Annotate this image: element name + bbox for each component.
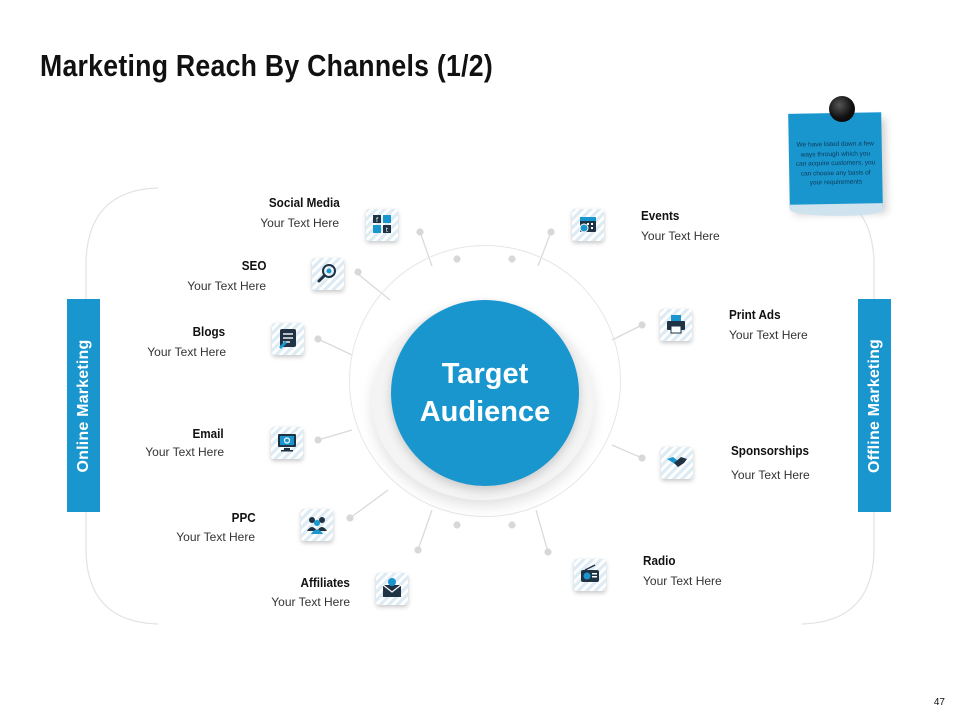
offline-marketing-bar: Offline Marketing [858, 299, 891, 512]
print-ads-title: Print Ads [729, 307, 781, 322]
channel-tile-sponsorships[interactable] [661, 447, 693, 479]
page-title: Marketing Reach By Channels (1/2) [40, 48, 493, 83]
events-title: Events [641, 208, 680, 223]
push-pin-icon [829, 96, 855, 122]
email-monitor-icon [278, 434, 296, 452]
page-number: 47 [933, 697, 945, 708]
email-text: Your Text Here [145, 445, 224, 459]
email-title: Email [192, 426, 224, 441]
sponsorships-title: Sponsorships [731, 443, 810, 458]
seo-title: SEO [241, 258, 266, 273]
sponsorships-text: Your Text Here [731, 468, 810, 482]
events-text: Your Text Here [641, 229, 720, 243]
printer-icon [667, 315, 685, 334]
sticky-note: We have listed down a few ways through w… [788, 112, 883, 217]
seo-search-icon [317, 264, 336, 283]
svg-text:t: t [386, 227, 389, 234]
channel-tile-events[interactable] [572, 209, 604, 241]
online-marketing-bar: Online Marketing [67, 299, 100, 512]
online-marketing-label: Online Marketing [74, 339, 92, 472]
radio-text: Your Text Here [643, 574, 722, 588]
blogs-title: Blogs [192, 324, 225, 339]
channel-tile-radio[interactable] [574, 559, 606, 591]
social-media-title: Social Media [269, 195, 340, 210]
blog-icon [279, 329, 296, 349]
print-ads-text: Your Text Here [729, 328, 808, 342]
channel-tile-blogs[interactable] [272, 323, 304, 355]
channel-tile-ppc[interactable] [301, 509, 333, 541]
channel-tile-social-media[interactable]: f t [366, 209, 398, 241]
ppc-title: PPC [231, 510, 256, 525]
affiliates-text: Your Text Here [271, 595, 350, 609]
offline-marketing-label: Offline Marketing [865, 338, 883, 473]
channel-tile-seo[interactable] [312, 258, 344, 290]
svg-text:f: f [376, 217, 379, 224]
ppc-text: Your Text Here [176, 530, 255, 544]
social-media-text: Your Text Here [260, 216, 339, 230]
ppc-people-icon [307, 517, 327, 534]
sticky-note-text: We have listed down a few ways through w… [795, 140, 876, 187]
handshake-icon [667, 457, 687, 467]
affiliates-envelope-icon [382, 578, 402, 597]
target-audience-label: Target Audience [419, 358, 551, 428]
outer-ring [349, 245, 621, 517]
affiliates-title: Affiliates [300, 575, 350, 590]
calendar-icon [579, 217, 596, 233]
seo-text: Your Text Here [187, 279, 266, 293]
channel-tile-affiliates[interactable] [376, 573, 408, 605]
radio-title: Radio [643, 553, 676, 568]
social-media-icon: f t [373, 215, 391, 234]
channel-tile-print-ads[interactable] [660, 309, 692, 341]
blogs-text: Your Text Here [147, 345, 226, 359]
radio-icon [581, 564, 599, 582]
channel-tile-email[interactable] [271, 427, 303, 459]
target-audience-circle: Target Audience [391, 300, 579, 486]
